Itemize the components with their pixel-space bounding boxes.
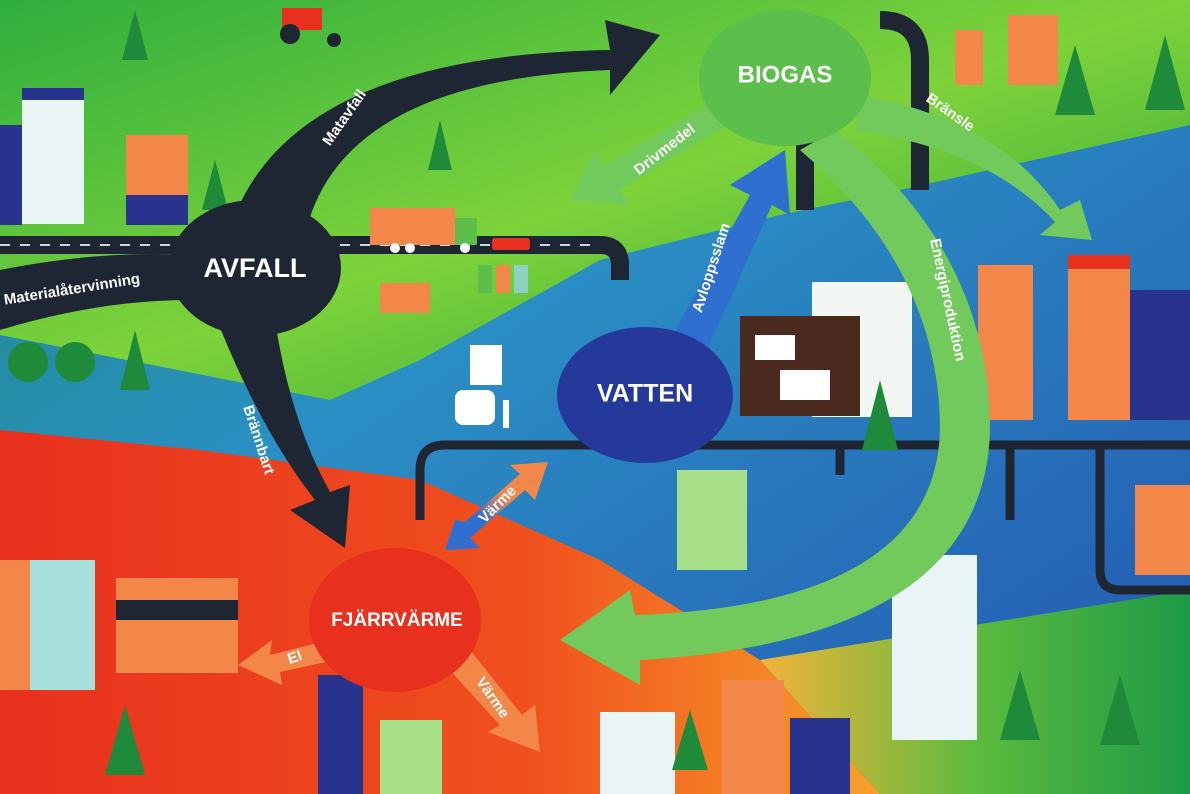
drivmedel-arrow — [570, 100, 735, 205]
car-icon — [492, 238, 530, 250]
buildings — [0, 15, 1190, 794]
matavfall-arrow — [235, 20, 660, 235]
garbage-truck-icon — [370, 208, 477, 253]
node-biogas: BIOGAS — [699, 10, 871, 146]
energiproduktion-arrow — [560, 130, 990, 685]
varme-exchange-arrow — [445, 462, 548, 550]
node-avfall-label: AVFALL — [204, 253, 307, 283]
brannbart-arrow — [215, 315, 350, 548]
recycling-bins-icon — [380, 265, 528, 313]
node-fjarrvarme-label: FJÄRRVÄRME — [331, 610, 463, 631]
node-vatten: VATTEN — [557, 327, 733, 463]
water-pipes — [415, 440, 1190, 595]
toilet-icon — [455, 345, 509, 428]
tractor-icon — [280, 8, 341, 47]
materialatervinning-arrow — [0, 254, 190, 330]
avloppsslam-arrow — [670, 150, 790, 355]
node-biogas-label: BIOGAS — [738, 61, 833, 88]
flow-label-el: El — [285, 647, 304, 668]
node-avfall: AVFALL — [169, 200, 341, 336]
node-vatten-label: VATTEN — [597, 380, 693, 408]
bransle-arrow — [855, 95, 1092, 240]
varme-out-arrow — [445, 650, 540, 752]
el-arrow — [238, 640, 335, 685]
trees — [8, 10, 1185, 775]
node-fjarrvarme: FJÄRRVÄRME — [309, 548, 481, 692]
